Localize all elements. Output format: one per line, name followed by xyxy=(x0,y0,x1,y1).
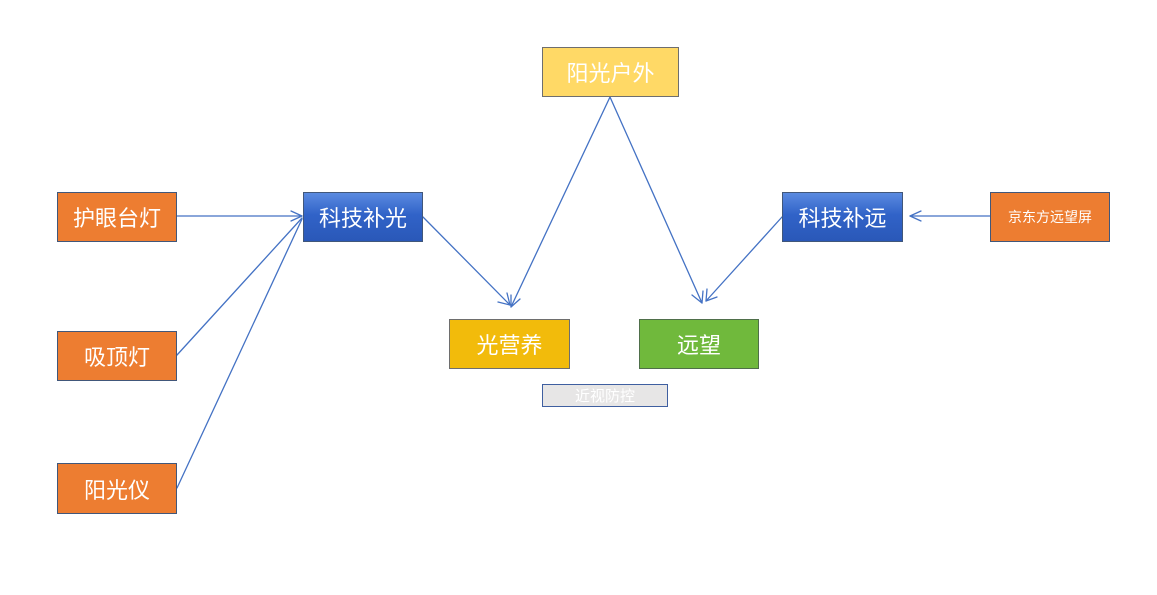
label-myopia-control: 近视防控 xyxy=(542,384,668,407)
node-eye-lamp: 护眼台灯 xyxy=(57,192,177,242)
node-boe-screen: 京东方远望屏 xyxy=(990,192,1110,242)
node-light-nutrition: 光营养 xyxy=(449,319,570,369)
arrowhead-eye-lamp xyxy=(290,210,303,222)
arrowhead-far-view-left xyxy=(691,290,704,304)
arrow-outdoor-to-nutrition xyxy=(510,96,611,308)
arrow-tech-far-to-far-view xyxy=(705,216,783,302)
node-far-view: 远望 xyxy=(639,319,759,369)
arrowhead-nutrition-left xyxy=(497,292,511,306)
arrow-ceiling-lamp-to-tech-light xyxy=(176,217,303,356)
node-ceiling-lamp: 吸顶灯 xyxy=(57,331,177,381)
node-tech-light: 科技补光 xyxy=(303,192,423,242)
arrowhead-far-view-right xyxy=(705,288,718,302)
node-tech-far: 科技补远 xyxy=(782,192,903,242)
node-sunshine-outdoor: 阳光户外 xyxy=(542,47,679,97)
arrowhead-tech-far xyxy=(909,210,922,222)
arrow-outdoor-to-far-view xyxy=(609,96,703,304)
arrowhead-nutrition-right xyxy=(510,294,521,308)
node-sun-device: 阳光仪 xyxy=(57,463,177,514)
arrow-tech-light-to-nutrition xyxy=(422,216,511,306)
arrow-sun-device-to-tech-light xyxy=(176,218,303,489)
